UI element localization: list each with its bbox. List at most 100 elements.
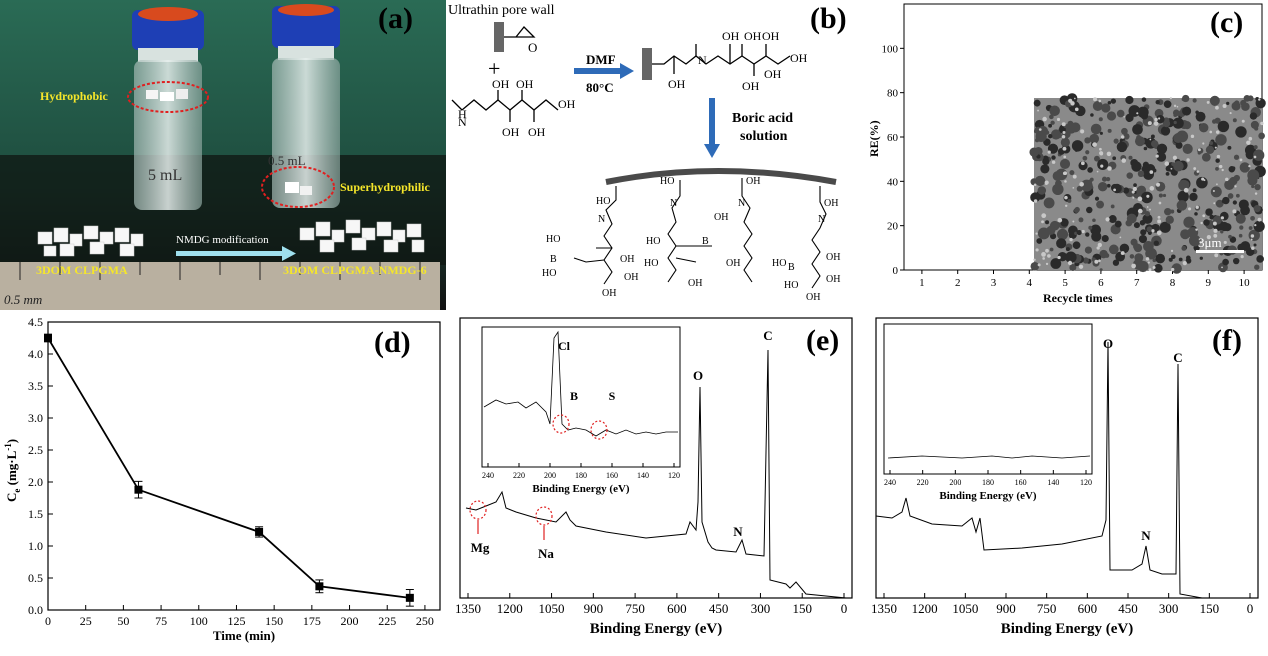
svg-text:OH: OH (668, 77, 686, 91)
sem-pore (1239, 162, 1251, 173)
sem-highlight (1072, 186, 1075, 189)
sem-highlight (1213, 202, 1216, 205)
c-xtick-label: 7 (1134, 277, 1140, 289)
inset-xtick-label: 140 (1047, 478, 1059, 487)
d-point (44, 334, 52, 342)
d-ytick-label: 0.0 (28, 603, 43, 617)
sem-highlight (1201, 177, 1205, 181)
inset-xlabel: Binding Energy (eV) (939, 490, 1037, 502)
sem-highlight (1188, 207, 1192, 211)
sem-pore (1084, 137, 1091, 144)
sem-pore (1253, 243, 1257, 247)
sem-highlight (1202, 142, 1205, 145)
c-xtick-label: 6 (1098, 277, 1104, 289)
sem-highlight (1100, 164, 1104, 168)
sem-pore (1231, 166, 1236, 171)
sem-pore (1165, 171, 1170, 176)
sem-highlight (1093, 97, 1098, 102)
sem-pore (1182, 143, 1193, 154)
sem-pore (1030, 261, 1040, 271)
sem-pore (1133, 243, 1141, 251)
nmdg-molecule (451, 90, 559, 122)
sem-highlight (1037, 109, 1040, 112)
sem-pore (1165, 215, 1174, 224)
d-ytick-label: 1.0 (28, 539, 43, 553)
sem-highlight (1094, 259, 1099, 264)
sem-pore (1228, 234, 1232, 239)
svg-text:OH: OH (688, 278, 702, 289)
sem-pore (1251, 184, 1255, 189)
inset-xtick-label: 120 (668, 471, 680, 480)
panel-a: 0.5 mm 5 mL 0.5 mL Hydrophobic Superhydr… (0, 0, 446, 310)
sem-highlight (1248, 164, 1251, 168)
sem-highlight (1146, 194, 1150, 198)
sem-highlight (1225, 177, 1229, 182)
sem-highlight (1057, 255, 1061, 260)
sem-pore (1057, 251, 1068, 262)
sem-pore (1059, 158, 1071, 170)
sem-highlight (1132, 196, 1135, 199)
sem-pore (1215, 158, 1220, 163)
sem-pore (1229, 176, 1238, 186)
sem-pore (1220, 230, 1224, 234)
xps-spectrum (465, 349, 847, 599)
sem-highlight (1241, 119, 1245, 123)
sem-pore (1162, 193, 1167, 198)
sem-highlight (1186, 158, 1190, 162)
d-xtick-label: 125 (227, 614, 245, 628)
svg-text:N: N (598, 214, 605, 225)
sem-highlight (1062, 146, 1067, 151)
sem-pore (1155, 100, 1160, 105)
sem-highlight (1148, 268, 1152, 271)
sem-highlight (1253, 155, 1257, 159)
sem-pore (1247, 175, 1258, 186)
sem-pore (1097, 181, 1108, 192)
sem-highlight (1096, 246, 1100, 250)
d-plot-frame (47, 321, 441, 611)
sem-highlight (1062, 131, 1066, 134)
d-ytick-label: 1.5 (28, 507, 43, 521)
sem-pore (1253, 204, 1261, 213)
sem-highlight (1193, 167, 1197, 170)
sem-pore (1233, 154, 1240, 160)
c-ytick-label: 100 (882, 43, 899, 55)
sem-pore (1235, 193, 1240, 198)
sem-highlight (1212, 221, 1217, 226)
sem-pore (1195, 111, 1206, 122)
sem-pore (1106, 183, 1111, 188)
sem-pore (1065, 247, 1070, 252)
sem-highlight (1221, 168, 1224, 172)
svg-text:OH: OH (558, 97, 576, 111)
sem-highlight (1182, 261, 1187, 266)
sem-highlight (1219, 164, 1223, 169)
inset-xlabel: Binding Energy (eV) (532, 483, 630, 495)
sem-highlight (1131, 263, 1136, 269)
sem-highlight (1035, 232, 1038, 235)
d-xtick-label: 0 (45, 614, 51, 628)
sem-highlight (1145, 257, 1150, 261)
sem-highlight (1200, 221, 1203, 225)
sem-highlight (1157, 219, 1162, 224)
sem-highlight (1149, 208, 1151, 211)
sem-highlight (1172, 155, 1177, 160)
sem-highlight (1064, 195, 1068, 200)
sem-highlight (1041, 213, 1047, 219)
sem-highlight (1196, 170, 1200, 173)
d-ylabel-part: e (12, 489, 22, 493)
sem-pore (1130, 107, 1134, 112)
xps-xtick-label: 1050 (952, 601, 978, 616)
panel-d-label: (d) (374, 326, 411, 359)
xps-xtick-label: 750 (625, 601, 645, 616)
product-molecule (652, 44, 791, 76)
sem-pore (1182, 106, 1192, 116)
sem-pore (1122, 187, 1130, 194)
c-xtick-label: 3 (991, 277, 997, 289)
sem-pore (1046, 225, 1056, 235)
sem-highlight (1042, 257, 1045, 260)
pore-wall-arc (605, 168, 837, 185)
sem-pore (1176, 200, 1188, 211)
sem-highlight (1248, 138, 1252, 141)
sem-highlight (1078, 264, 1084, 269)
sem-pore (1239, 225, 1244, 230)
